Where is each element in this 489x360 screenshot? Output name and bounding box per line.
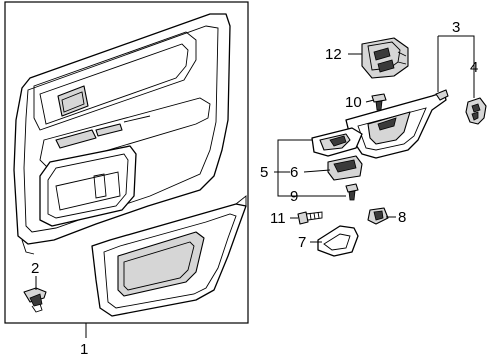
callout-5: 5	[260, 164, 268, 181]
assembly-frame	[4, 1, 249, 324]
mounting-bracket	[465, 97, 487, 125]
grip-handle	[345, 89, 449, 159]
bolt-11	[297, 211, 323, 225]
callout-3: 3	[452, 19, 460, 36]
retainer-clip-9	[345, 183, 359, 201]
door-trim-panel	[13, 13, 231, 255]
callout-8: 8	[398, 209, 406, 226]
callout-9: 9	[290, 188, 298, 205]
callout-2: 2	[31, 260, 39, 277]
screw-10	[371, 93, 387, 111]
callout-7: 7	[298, 234, 306, 251]
callout-4: 4	[470, 59, 478, 76]
power-window-switch	[361, 37, 409, 79]
trim-clip	[23, 287, 47, 313]
push-clip-8	[367, 207, 389, 225]
leader-lines	[35, 35, 475, 338]
map-pocket	[91, 195, 247, 317]
callout-11: 11	[270, 210, 286, 227]
switch-bezel	[311, 127, 363, 157]
callout-12: 12	[325, 46, 342, 63]
reinforcement-bracket-7	[317, 225, 359, 257]
callout-1: 1	[80, 341, 88, 358]
callout-6: 6	[290, 164, 298, 181]
door-lock-switch	[327, 155, 363, 181]
callout-10: 10	[345, 94, 362, 111]
